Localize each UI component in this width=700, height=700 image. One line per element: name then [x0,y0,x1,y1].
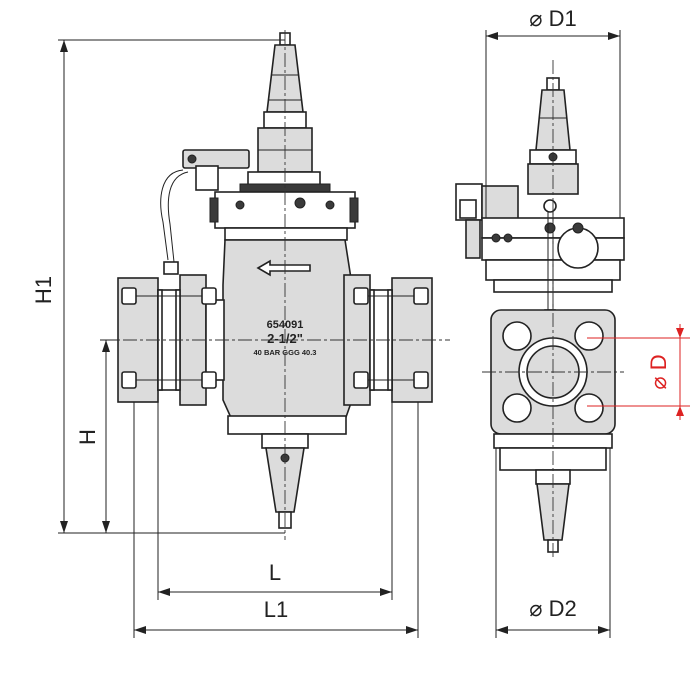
d-dimension: ⌀ D [587,324,690,420]
side-solenoid [455,183,519,259]
d1-dimension: ⌀ D1 [485,6,621,218]
d-label: ⌀ D [646,354,671,389]
l1-dimension: L1 [133,402,419,638]
h-dimension: H [75,339,118,533]
h-label: H [75,429,100,445]
d-diameter-symbol: ⌀ [646,376,671,389]
d-value: D [646,354,671,370]
side-view [455,60,625,560]
solenoid-coil [160,149,250,275]
d1-value: D1 [549,6,577,31]
h1-label: H1 [31,276,56,304]
d1-label: ⌀ D1 [529,6,577,31]
flow-direction-arrow [256,259,311,277]
l-label: L [269,560,281,585]
d2-label: ⌀ D2 [529,596,577,621]
l-dimension: L [157,402,393,600]
d2-dimension: ⌀ D2 [495,448,611,638]
l1-label: L1 [264,597,288,622]
h1-dimension: H1 [31,39,285,534]
front-view: 654091 2-1/2" 40 BAR GGG 40.3 [100,30,450,540]
bonnet-flange [209,191,359,241]
d1-diameter-symbol: ⌀ [529,6,542,31]
d2-diameter-symbol: ⌀ [529,596,542,621]
d2-value: D2 [549,596,577,621]
